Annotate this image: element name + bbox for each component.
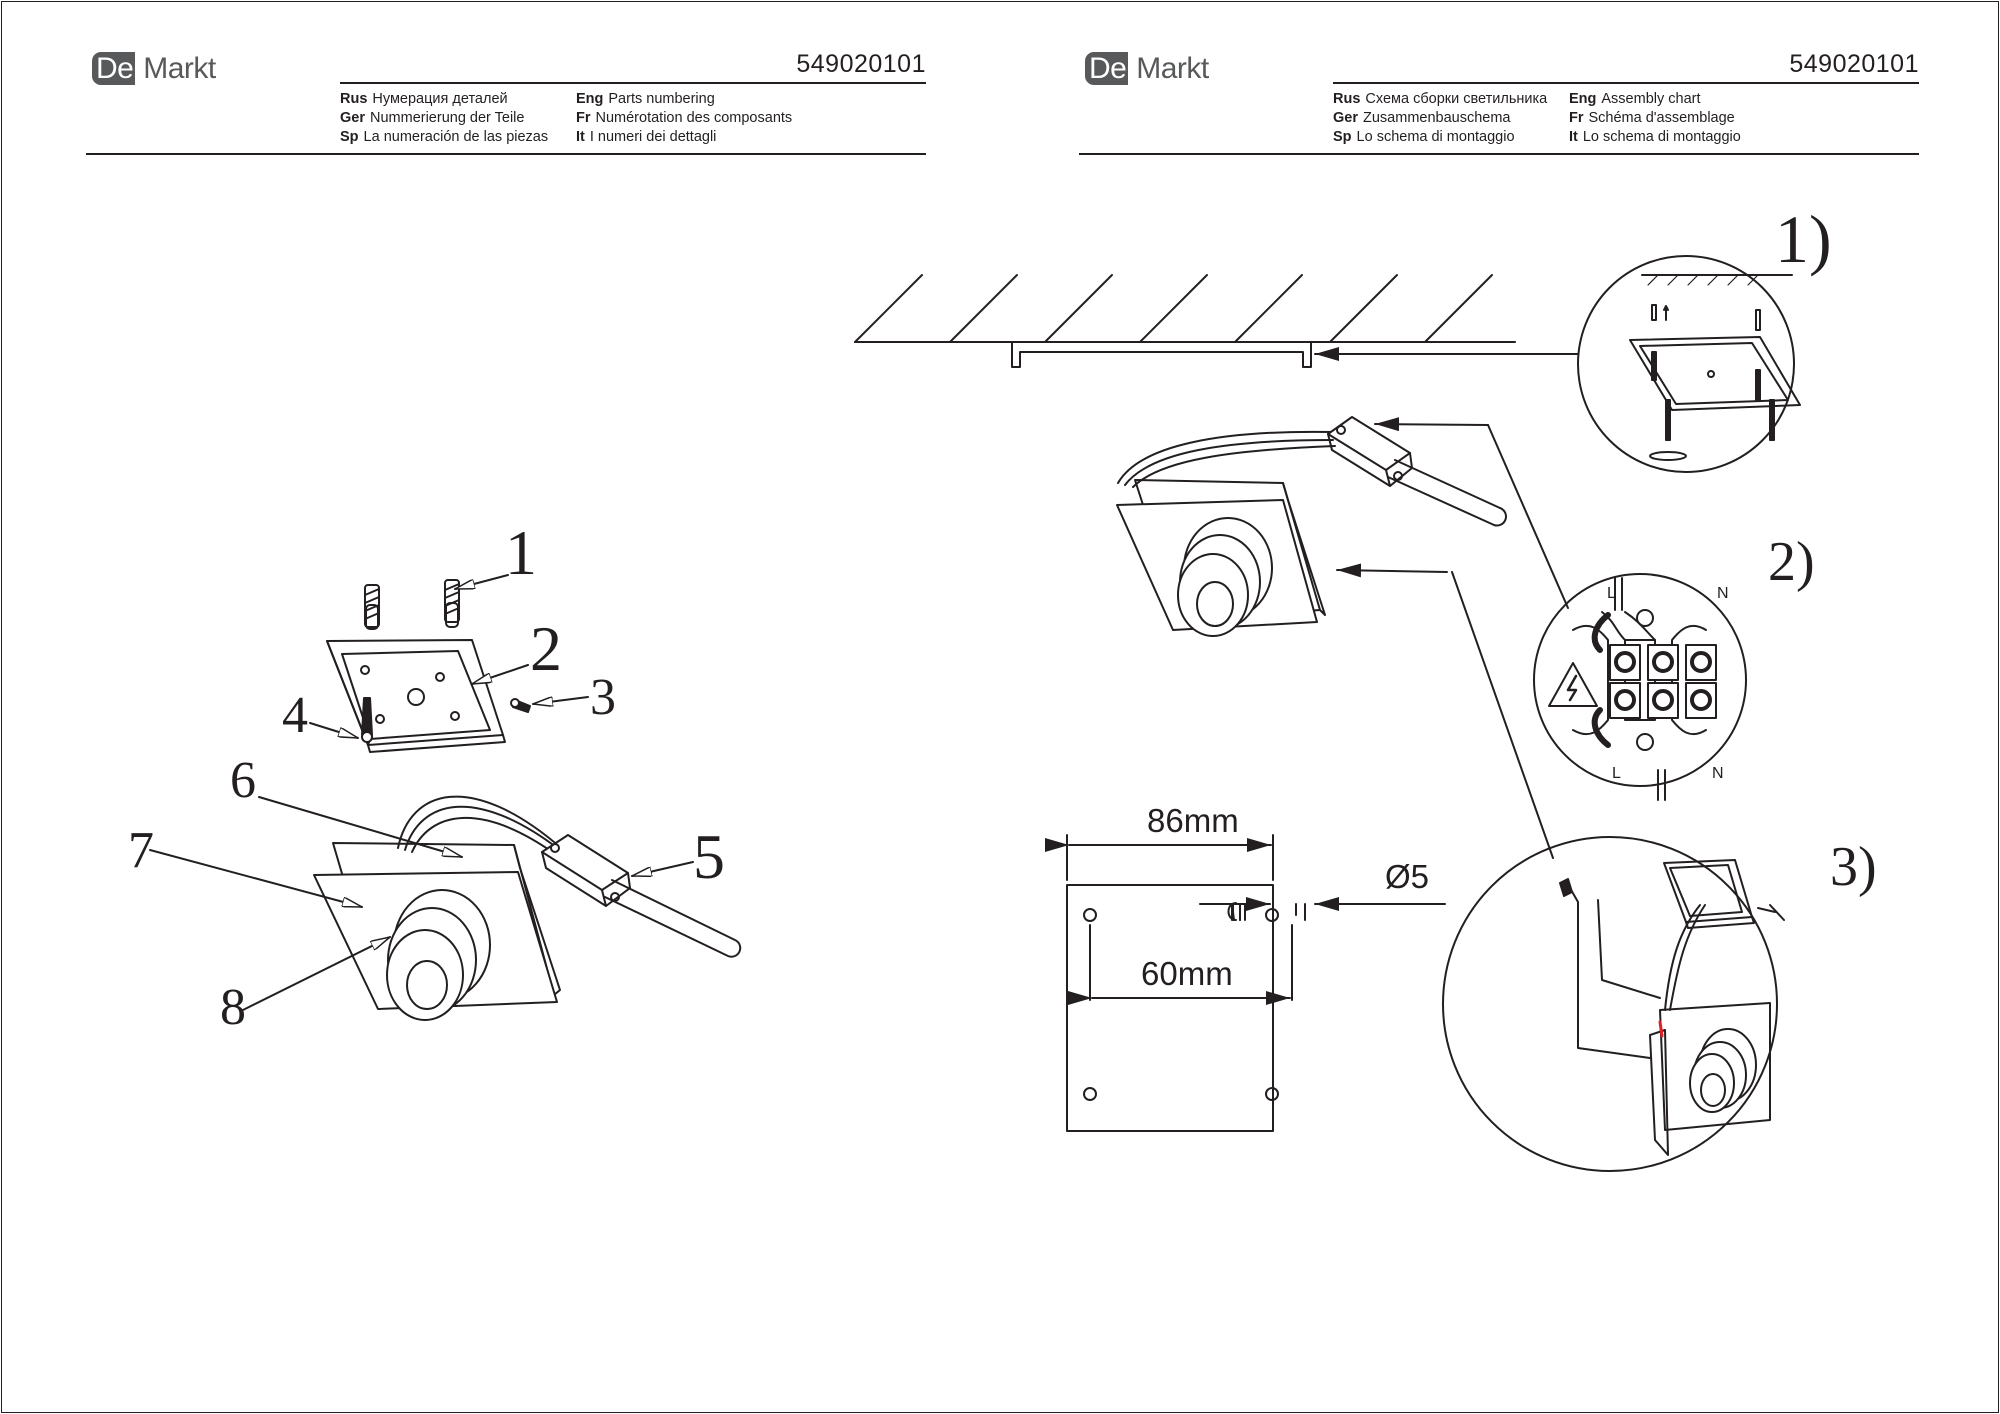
terminal-label-live-bottom: L [1612, 765, 1621, 782]
leader-6 [258, 796, 463, 858]
leader-2 [471, 664, 529, 685]
arrow-step-3 [1336, 563, 1448, 578]
mounting-screw [361, 697, 373, 743]
step-3-detail [1442, 836, 1785, 1172]
plate-dimension-drawing [1045, 834, 1446, 1132]
step-1-label: 1) [1775, 201, 1832, 277]
mounting-plate [326, 639, 506, 753]
callout-5: 5 [693, 821, 725, 892]
header-rule-bottom [86, 153, 926, 155]
fixing-screw [510, 698, 531, 713]
dimension-hole-spacing: 60mm [1141, 955, 1233, 992]
logo-de: De [1085, 52, 1129, 85]
header-rule-top [1333, 82, 1919, 84]
terminal-label-neutral-top: N [1717, 585, 1729, 602]
terminal-label-live-top: L [1607, 585, 1616, 602]
step-1-detail [1577, 255, 1801, 473]
terminal-label-neutral-bottom: N [1712, 765, 1724, 782]
step-2-detail [1533, 573, 1747, 801]
lamp-body [313, 795, 742, 1021]
dimension-width: 86mm [1147, 802, 1239, 839]
dimension-hole-diameter: Ø5 [1385, 858, 1429, 895]
leader-8 [242, 936, 391, 1011]
wall-dowel [444, 579, 460, 628]
header-rule-bottom [1079, 153, 1919, 155]
article-number: 549020101 [796, 50, 926, 78]
callout-8: 8 [220, 979, 246, 1036]
article-number: 549020101 [1789, 50, 1919, 78]
callout-4: 4 [282, 687, 308, 744]
leader-4 [309, 722, 359, 739]
callout-7: 7 [128, 822, 154, 879]
logo-markt: Markt [1136, 52, 1209, 85]
leader-7 [149, 849, 363, 908]
step-2-label: 2) [1768, 531, 1815, 593]
callout-6: 6 [230, 752, 256, 809]
callout-3: 3 [590, 669, 616, 726]
wall-dowel [364, 584, 380, 630]
leader-1 [454, 574, 509, 590]
logo-markt: Markt [143, 52, 216, 85]
step-3-label: 3) [1830, 836, 1877, 898]
assembly-diagram: 1) [854, 201, 1877, 1172]
leader-3 [532, 696, 589, 704]
logo-de: De [92, 52, 136, 85]
callout-1: 1 [505, 517, 537, 588]
ceiling [854, 274, 1516, 368]
callout-2: 2 [530, 613, 562, 684]
arrow-step-2 [1374, 417, 1489, 432]
parts-diagram: 1 2 3 4 5 6 7 8 [128, 517, 742, 1036]
ceiling-mount-plate [1011, 341, 1312, 368]
lamp-assembled [1116, 416, 1507, 637]
leader-5 [631, 861, 694, 876]
header-rule-top [340, 82, 926, 84]
